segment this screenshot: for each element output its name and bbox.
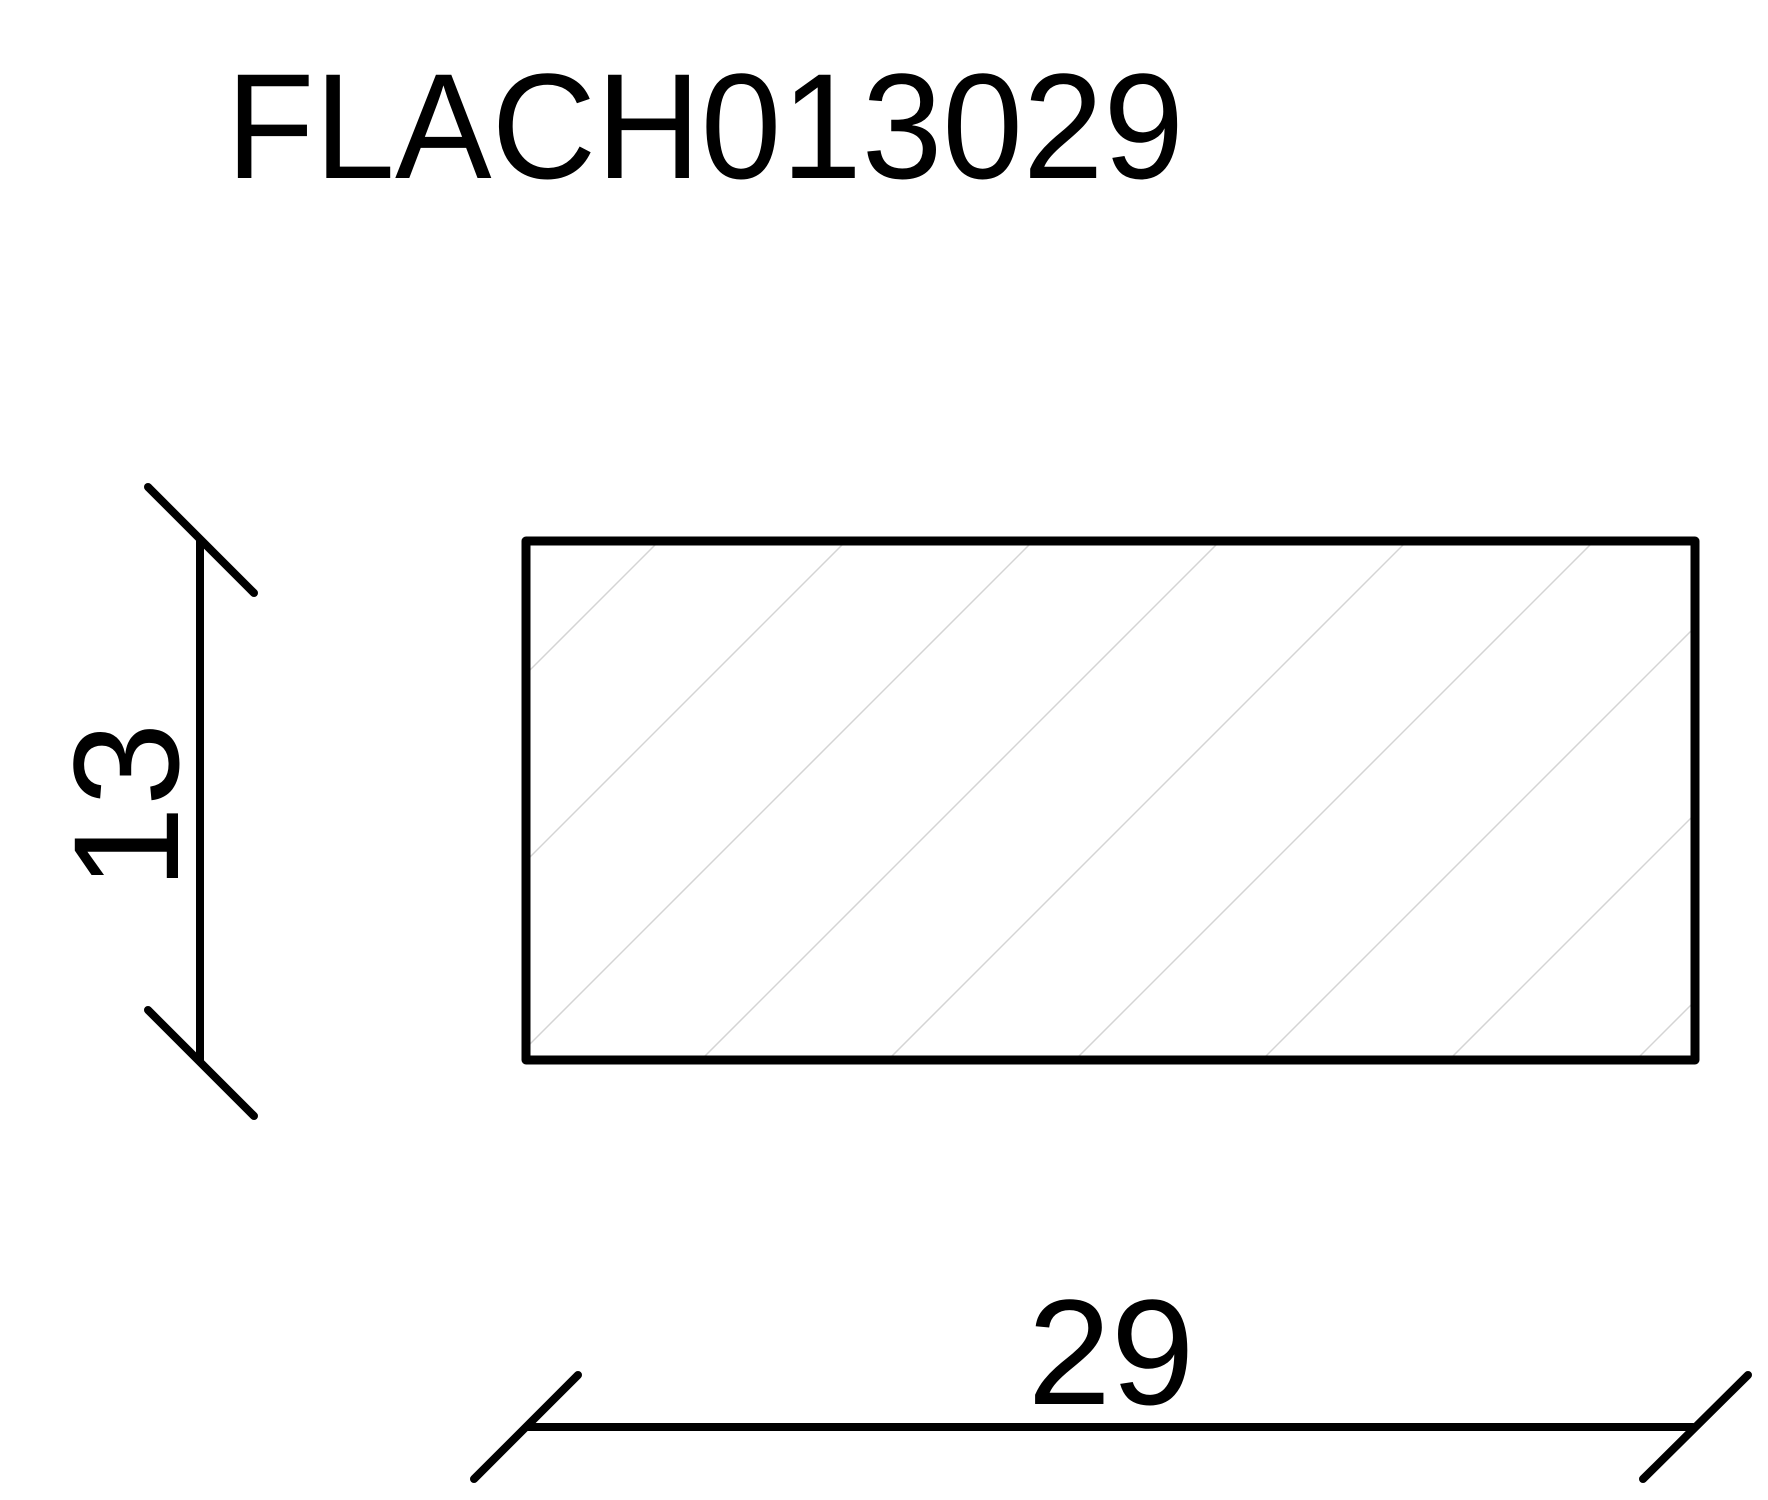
width-dimension-label: 29 xyxy=(1028,1268,1195,1436)
width-dimension xyxy=(470,1371,1752,1483)
height-dimension-tick-top xyxy=(144,483,258,597)
height-dimension-tick-bottom xyxy=(144,1006,258,1120)
height-dimension xyxy=(144,483,258,1120)
section-outline xyxy=(521,536,1700,1065)
drawing-title: FLACH013029 xyxy=(226,42,1184,210)
width-dimension-tick-right xyxy=(1639,1371,1752,1483)
section-hatch xyxy=(530,545,1691,1056)
height-dimension-label: 13 xyxy=(42,723,210,890)
width-dimension-tick-left xyxy=(470,1371,582,1483)
